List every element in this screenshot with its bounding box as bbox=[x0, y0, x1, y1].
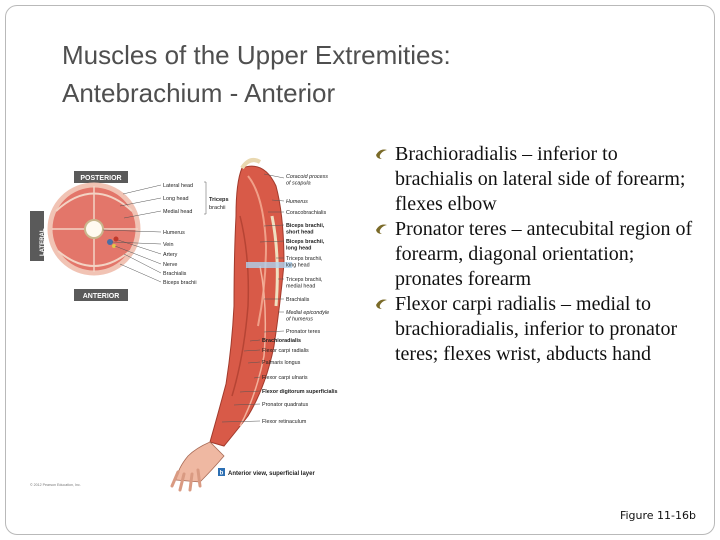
slide-title: Muscles of the Upper Extremities: Antebr… bbox=[62, 36, 662, 112]
arm-label-palmaris: Palmaris longus bbox=[262, 360, 301, 366]
bullet-item-pronator-teres: Pronator teres – antecubital region of f… bbox=[368, 217, 698, 292]
arm-label-pronator-quadratus: Pronator quadratus bbox=[262, 402, 308, 408]
bullet-swirl-icon bbox=[376, 299, 387, 309]
xs-label-artery: Artery bbox=[163, 252, 178, 258]
xs-label-medial-head: Medial head bbox=[163, 209, 192, 215]
figure-caption: Figure 11-16b bbox=[619, 509, 696, 522]
xs-label-lateral-head: Lateral head bbox=[163, 183, 193, 189]
title-line-1: Muscles of the Upper Extremities: bbox=[62, 40, 451, 70]
bullet-swirl-icon bbox=[376, 149, 387, 159]
arm-label-triceps-medial: Triceps brachii,medial head bbox=[286, 277, 323, 290]
bullet-text: Brachioradialis – inferior to brachialis… bbox=[395, 143, 686, 215]
view-label: Anterior view, superficial layer bbox=[228, 471, 315, 477]
arm-label-humerus: Humerus bbox=[286, 199, 308, 205]
xs-label-humerus: Humerus bbox=[163, 230, 185, 236]
anatomy-illustration: LATERAL POSTERIOR ANTERIOR Lateral head … bbox=[28, 158, 338, 492]
arm-label-coracobrachialis: Coracobrachialis bbox=[286, 210, 326, 216]
arm-label-fcr: Flexor carpi radialis bbox=[262, 348, 309, 354]
anterior-label: ANTERIOR bbox=[83, 293, 120, 300]
arm-leader-lines bbox=[221, 173, 285, 423]
arm-label-brachialis: Brachialis bbox=[286, 297, 310, 303]
bullet-text: Flexor carpi radialis – medial to brachi… bbox=[395, 293, 678, 365]
title-line-2: Antebrachium - Anterior bbox=[62, 78, 336, 108]
bullet-swirl-icon bbox=[376, 224, 387, 234]
arm-label-biceps-short: Biceps brachii,short head bbox=[286, 223, 325, 236]
bullet-item-brachioradialis: Brachioradialis – inferior to brachialis… bbox=[368, 142, 698, 217]
xs-label-vein: Vein bbox=[163, 242, 174, 248]
bullet-list: Brachioradialis – inferior to brachialis… bbox=[368, 142, 698, 367]
arm-label-pronator-teres: Pronator teres bbox=[286, 329, 320, 335]
view-badge: b bbox=[220, 471, 224, 477]
xs-bracket-triceps: Triceps bbox=[209, 197, 229, 203]
arm-label-brachioradialis: Brachioradialis bbox=[262, 338, 301, 344]
bullet-text: Pronator teres – antecubital region of f… bbox=[395, 218, 693, 290]
posterior-label: POSTERIOR bbox=[80, 175, 121, 182]
arm-label-biceps-long: Biceps brachii,long head bbox=[286, 239, 325, 252]
arm-label-flexor-retinaculum: Flexor retinaculum bbox=[262, 419, 307, 425]
xs-label-biceps: Biceps brachii bbox=[163, 280, 197, 286]
xs-label-brachialis: Brachialis bbox=[163, 271, 187, 277]
lateral-label: LATERAL bbox=[40, 228, 46, 256]
arm-illustration bbox=[170, 158, 292, 492]
slide: Muscles of the Upper Extremities: Antebr… bbox=[5, 5, 715, 535]
anatomy-figure: LATERAL POSTERIOR ANTERIOR Lateral head … bbox=[28, 156, 368, 496]
xs-label-long-head: Long head bbox=[163, 196, 188, 202]
copyright: © 2012 Pearson Education, Inc. bbox=[30, 483, 81, 487]
bullet-item-flexor-carpi-radialis: Flexor carpi radialis – medial to brachi… bbox=[368, 292, 698, 367]
xs-bracket-brachii: brachii bbox=[209, 205, 225, 211]
xs-label-nerve: Nerve bbox=[163, 262, 177, 268]
arm-label-triceps-long: Triceps brachii,long head bbox=[286, 256, 323, 269]
cross-section-panel: LATERAL POSTERIOR ANTERIOR Lateral head … bbox=[28, 166, 229, 301]
arm-label-fcu: Flexor carpi ulnaris bbox=[262, 375, 308, 381]
arm-label-fds: Flexor digitorum superficialis bbox=[262, 389, 338, 395]
